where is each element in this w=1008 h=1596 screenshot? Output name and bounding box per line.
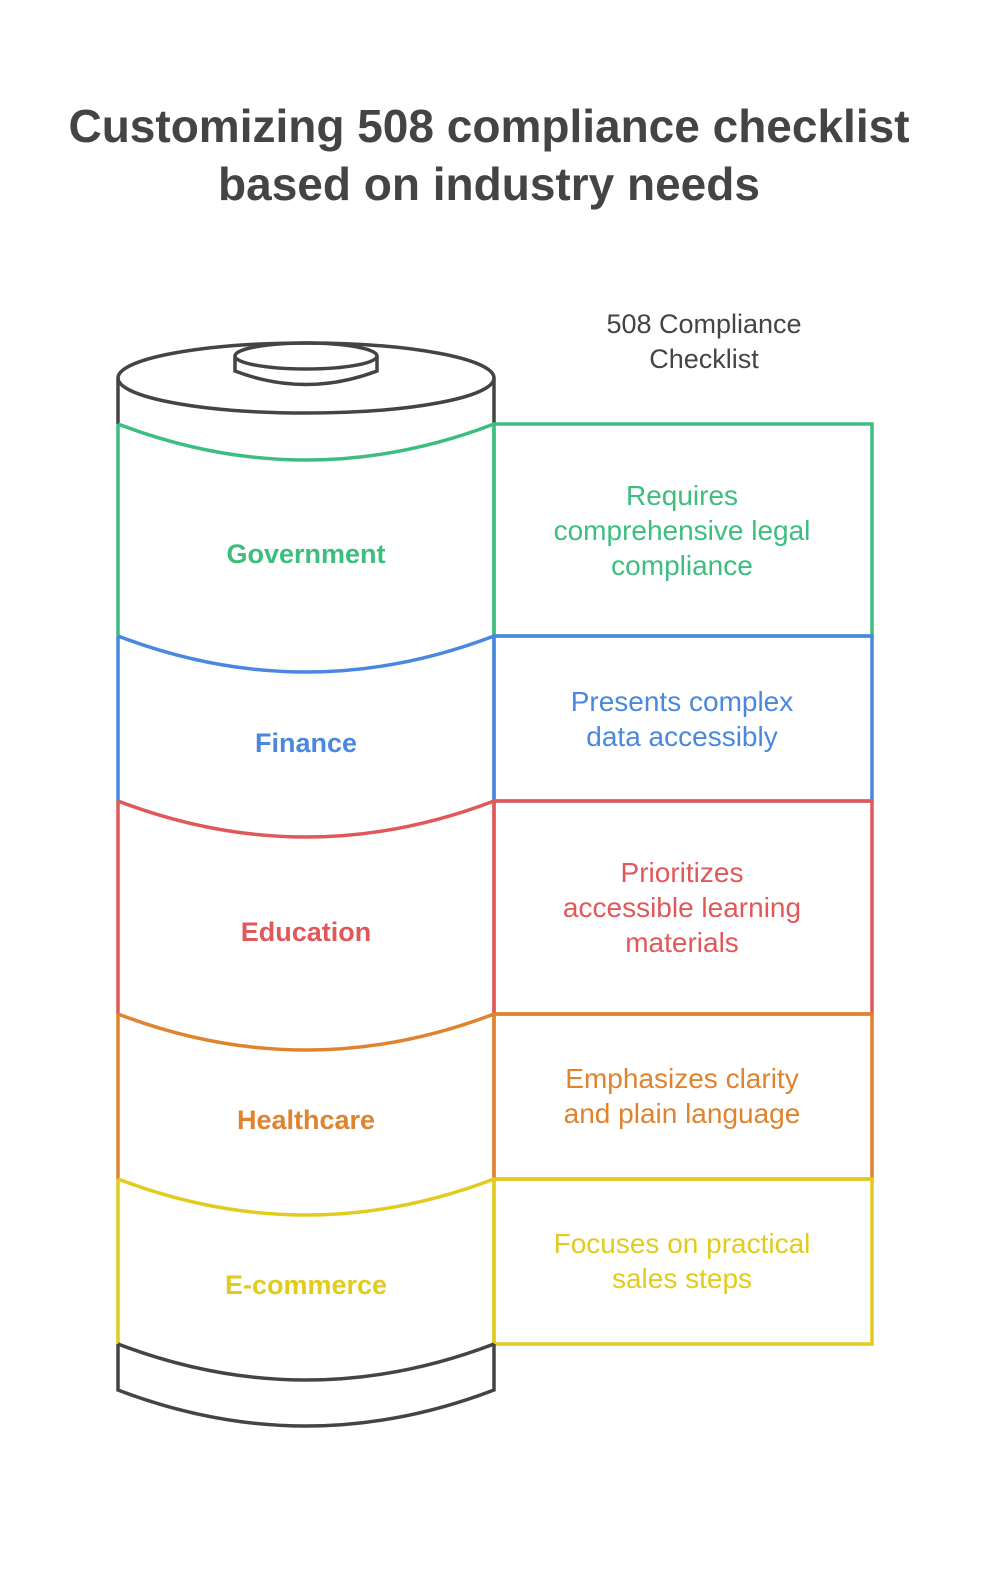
title-line-1: Customizing 508 compliance checklist	[68, 100, 909, 152]
header-line-2: Checklist	[649, 344, 759, 374]
desc-line: data accessibly	[586, 721, 777, 752]
desc-finance: Presents complex data accessibly	[571, 686, 794, 752]
label-government: Government	[226, 539, 385, 569]
desc-line: and plain language	[564, 1098, 801, 1129]
title-line-2: based on industry needs	[218, 158, 760, 210]
desc-line: Emphasizes clarity	[565, 1063, 798, 1094]
desc-line: materials	[625, 927, 739, 958]
desc-ecommerce: Focuses on practical sales steps	[554, 1228, 811, 1294]
desc-line: sales steps	[612, 1263, 752, 1294]
cylinder-top-cap	[116, 341, 496, 424]
header-line-1: 508 Compliance	[606, 309, 801, 339]
segment-finance	[116, 634, 874, 803]
desc-line: compliance	[611, 550, 753, 581]
label-healthcare: Healthcare	[237, 1105, 375, 1135]
desc-line: Requires	[626, 480, 738, 511]
desc-line: comprehensive legal	[554, 515, 811, 546]
segment-ecommerce	[116, 1177, 874, 1346]
label-education: Education	[241, 917, 372, 947]
desc-education: Prioritizes accessible learning material…	[563, 857, 801, 958]
desc-line: accessible learning	[563, 892, 801, 923]
label-finance: Finance	[255, 728, 357, 758]
desc-line: Prioritizes	[621, 857, 744, 888]
cylinder-bottom	[116, 1342, 496, 1428]
label-ecommerce: E-commerce	[225, 1270, 387, 1300]
desc-healthcare: Emphasizes clarity and plain language	[564, 1063, 801, 1129]
desc-government: Requires comprehensive legal compliance	[554, 480, 811, 581]
desc-line: Presents complex	[571, 686, 794, 717]
segment-healthcare	[116, 1012, 874, 1181]
desc-line: Focuses on practical	[554, 1228, 811, 1259]
